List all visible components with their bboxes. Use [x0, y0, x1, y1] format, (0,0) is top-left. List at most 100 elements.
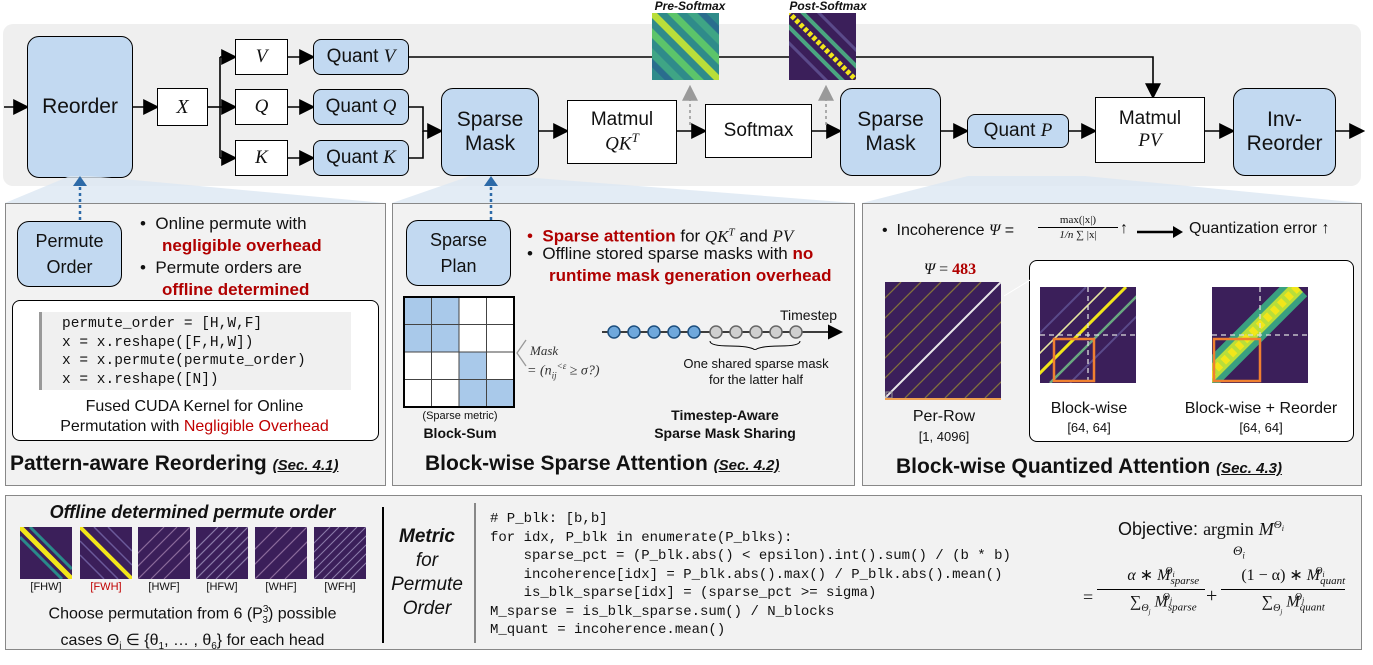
timestep-chain: [602, 324, 843, 350]
timestep-label: Timestep: [780, 307, 838, 323]
sparse-bullet-1-pv: PV: [772, 226, 794, 246]
reorder-bullet-1-highlight: negligible overhead: [162, 236, 322, 255]
sparse-bullet-1-qk-base: QK: [704, 226, 729, 246]
code-line: x = x.permute(permute_order): [62, 353, 306, 369]
ta-line-2: Sparse Mask Sharing: [654, 425, 796, 441]
code-line: M_sparse = is_blk_sparse.sum() / N_block…: [490, 603, 835, 620]
incoherence-label: Incoherence: [896, 222, 985, 239]
sparse-title-text: Block-wise Sparse Attention: [425, 452, 708, 475]
reorder-bullet-1-text: Online permute with: [155, 214, 307, 233]
sparse-term-den: ∑Θj MsparseΘj: [1129, 592, 1197, 616]
perm-thumb-wfh: [314, 527, 366, 579]
sparse-bullet-1-sup: T: [728, 226, 735, 238]
fraction-denominator: 1/n ∑ |x|: [1059, 229, 1097, 241]
shared-mask-line-1: One shared sparse mask: [683, 356, 829, 371]
zoom-connectors: [5, 176, 1362, 203]
matmul-pv-label: Matmul: [1118, 108, 1182, 130]
quant-p-label: Quant: [983, 120, 1036, 142]
quant-sub: quant: [1320, 575, 1346, 588]
per-row-dim: [1, 4096]: [918, 429, 970, 444]
quant-k-label: Quant: [326, 147, 378, 169]
k-label: K: [255, 147, 268, 169]
inv-reorder-label: Inv-Reorder: [1246, 107, 1323, 155]
quant-q-label: Quant: [325, 96, 378, 118]
perm-thumb-fhw: [20, 527, 72, 579]
matmul-qk-label: Matmul: [590, 108, 654, 130]
quantization-error-label: Quantization error ↑: [1189, 220, 1330, 237]
objective-m: MΘi: [1258, 519, 1284, 539]
code-line: sparse_pct = (P_blk.abs() < epsilon).int…: [490, 548, 1011, 564]
pre-softmax-label: Pre-Softmax: [654, 0, 726, 13]
reorder-code-block: permute_order = [H,W,F]x = x.reshape([F,…: [39, 312, 351, 390]
metric-order: Order: [402, 598, 452, 619]
metric-code-block: [474, 503, 1079, 643]
quant-term-num: (1 − α) ∗ MquantΘi: [1221, 565, 1346, 591]
metric-code-text: # P_blk: [b,b]for idx, P_blk in enumerat…: [490, 510, 1011, 640]
perm-thumb-hwf: [138, 527, 190, 579]
quant-term: (1 − α) ∗ MquantΘi ∑Θj MquantΘj: [1221, 565, 1345, 616]
reorder-bullet-1: • Online permute with negligible overhea…: [140, 213, 322, 257]
sparse-term-num: α ∗ MsparseΘi: [1097, 565, 1205, 591]
bullet-dot: •: [140, 258, 146, 277]
quant-v-label: Quant: [326, 46, 379, 68]
sparse-sub: sparse: [1170, 575, 1200, 588]
plus-sign: +: [1206, 585, 1218, 607]
sparse-term: α ∗ MsparseΘi ∑Θj MsparseΘj: [1097, 565, 1205, 616]
sparse-mask-block-2: Sparse Mask: [840, 88, 941, 176]
panel-reordering-title: Pattern-aware Reordering (Sec. 4.1): [10, 452, 338, 476]
matmul-qk-expr-base: QK: [605, 133, 632, 155]
code-line: x = x.reshape([F,H,W]): [62, 334, 254, 351]
matmul-pv-block: Matmul PV: [1095, 97, 1205, 163]
sparse-bullet-1-for: for: [680, 226, 701, 246]
one-minus-alpha: (1 − α): [1241, 567, 1286, 584]
choose-line-2-c: } for each head: [216, 631, 325, 649]
caption-line-2: Permutation with: [60, 418, 180, 435]
q-node: Q: [235, 89, 288, 125]
incoherence-fraction: max(|x|) 1/n ∑ |x|: [1038, 213, 1118, 242]
sparse-bullet-1-and: and: [739, 226, 768, 246]
perm-label: [WFH]: [324, 581, 356, 593]
post-softmax-label: Post-Softmax: [789, 0, 867, 13]
psi-483-value: 483: [952, 261, 977, 278]
perm-label: [WHF]: [265, 581, 297, 593]
sparse-bullet-2-highlight: runtime mask generation overhead: [549, 266, 832, 285]
offline-permute-title: Offline determined permute order: [49, 502, 336, 522]
reorder-bullet-2-text: Permute orders are: [155, 258, 302, 277]
block-wise-label: Block-wise: [1050, 400, 1128, 417]
v-label: V: [255, 46, 268, 68]
v-node: V: [235, 39, 288, 75]
incoherence-up-arrow: ↑: [1120, 220, 1128, 237]
choose-line-2-b: , … , θ: [164, 631, 212, 649]
sparse-mask-2-label: Sparse Mask: [857, 107, 924, 155]
reorder-bullet-2: • Permute orders are offline determined: [140, 257, 309, 301]
sparse-bullet-1: • Sparse attention for QKT and PV: [527, 221, 793, 248]
psi-symbol: Ψ: [989, 222, 1001, 239]
inv-reorder-block: Inv-Reorder: [1233, 88, 1336, 176]
implies-arrow: [1137, 226, 1183, 238]
sparse-bullet-2: • Offline stored sparse masks with no ru…: [527, 243, 831, 287]
metric-word: Metric: [399, 526, 455, 547]
perm-label: [HWF]: [148, 581, 180, 593]
sparse-bullet-2-text: Offline stored sparse masks with: [542, 244, 788, 263]
sparse-sec-ref: (Sec. 4.2): [713, 457, 780, 474]
quant-p-var: P: [1040, 120, 1053, 142]
argmin-text: argmin: [1203, 519, 1254, 539]
softmax-label: Softmax: [723, 120, 794, 142]
fraction-denominator-text: ∑ |x|: [1076, 229, 1097, 241]
metric-permute: Permute: [391, 574, 463, 595]
choose-line-1-rest: ) possible: [267, 605, 337, 623]
bullet-dot: •: [527, 226, 533, 246]
sparse-metric-note: (Sparse metric): [422, 410, 498, 422]
block-reorder-dim: [64, 64]: [1239, 420, 1283, 435]
quant-p-block: Quant P: [967, 114, 1069, 148]
code-line: # P_blk: [b,b]: [490, 511, 608, 527]
perm-label: [HFW]: [206, 581, 238, 593]
sparse-bullet-1-highlight: Sparse attention: [542, 226, 676, 246]
argmin-subscript: Θi: [1233, 543, 1245, 561]
sparse-bullet-1-qk: QKT: [704, 226, 735, 246]
quant-term-den: ∑Θj MquantΘj: [1261, 592, 1325, 616]
shared-mask-line-2: for the latter half: [709, 372, 803, 387]
quant-q-block: Quant Q: [313, 89, 409, 125]
quant-k-var: K: [383, 147, 396, 169]
quant-q-var: Q: [382, 96, 397, 118]
